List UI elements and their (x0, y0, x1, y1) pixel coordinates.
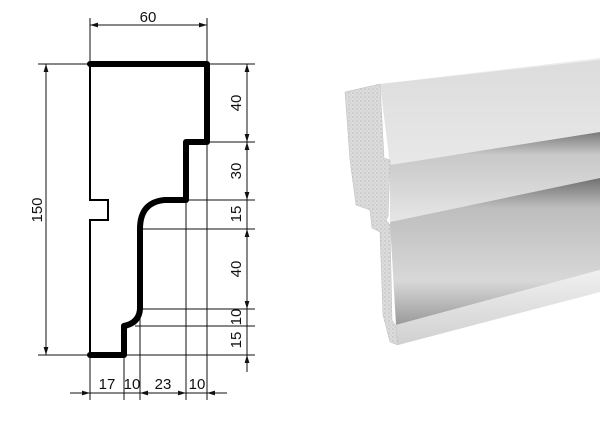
profile-visible-edge (87, 61, 210, 358)
right-dim-label: 40 (228, 261, 245, 278)
molding-3d-render (344, 58, 600, 346)
dimension-lines (43, 22, 250, 396)
right-dim-label: 15 (228, 206, 245, 223)
right-dim-label: 30 (228, 163, 245, 180)
bottom-dim-label: 17 (99, 376, 116, 393)
height-label: 150 (29, 197, 46, 222)
right-dim-label: 40 (228, 95, 245, 112)
foam-end-face (344, 83, 399, 346)
right-dim-label: 15 (228, 332, 245, 349)
bottom-dim-label: 10 (189, 376, 206, 393)
right-dim-label: 10 (228, 309, 245, 326)
bottom-dim-label: 10 (124, 376, 141, 393)
width-label: 60 (140, 9, 157, 26)
bottom-dim-label: 23 (155, 376, 172, 393)
